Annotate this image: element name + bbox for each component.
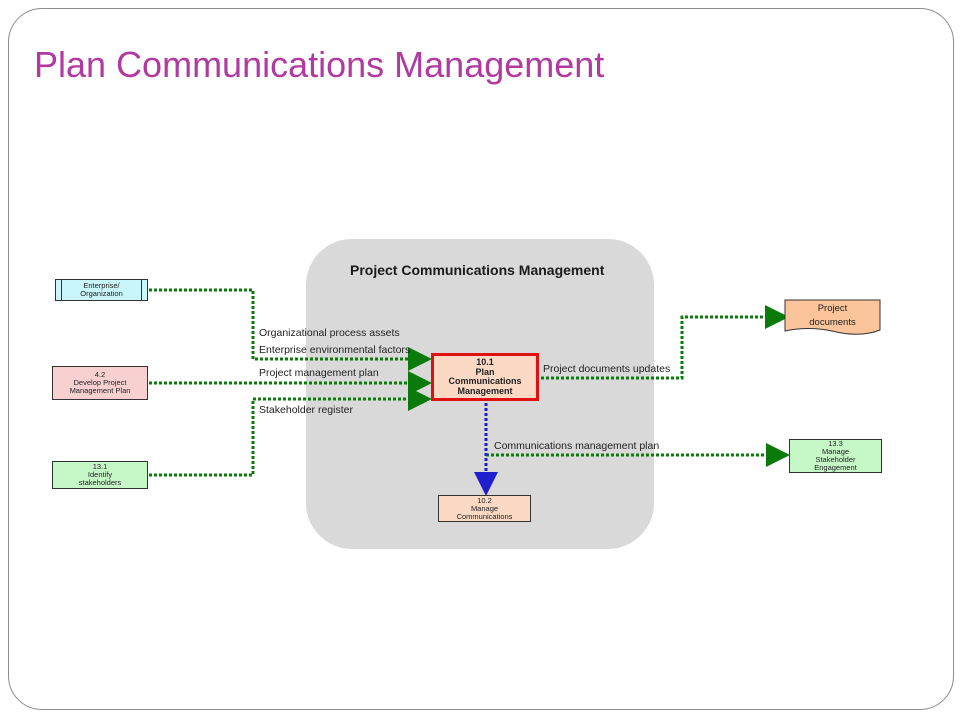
slide-title: Plan Communications Management (34, 44, 605, 85)
flow-label-eef: Enterprise environmental factors (259, 344, 411, 356)
arrow-plan-to-documents (541, 305, 789, 380)
process-group-title: Project Communications Management (350, 262, 605, 278)
flow-label-comm-plan: Communications management plan (494, 440, 660, 452)
arrow-enterprise-to-plan (149, 288, 432, 371)
project-documents-shape (784, 299, 881, 335)
flow-label-pmp: Project management plan (259, 367, 379, 379)
project-documents-label: Project documents (809, 303, 856, 328)
flow-label-stakeholder-register: Stakeholder register (259, 404, 353, 416)
arrow-stakeholders-to-plan (149, 387, 432, 477)
flow-label-doc-updates: Project documents updates (543, 363, 671, 375)
enterprise-organization-box: Enterprise/Organization (55, 279, 148, 301)
flow-label-opa: Organizational process assets (259, 327, 400, 339)
